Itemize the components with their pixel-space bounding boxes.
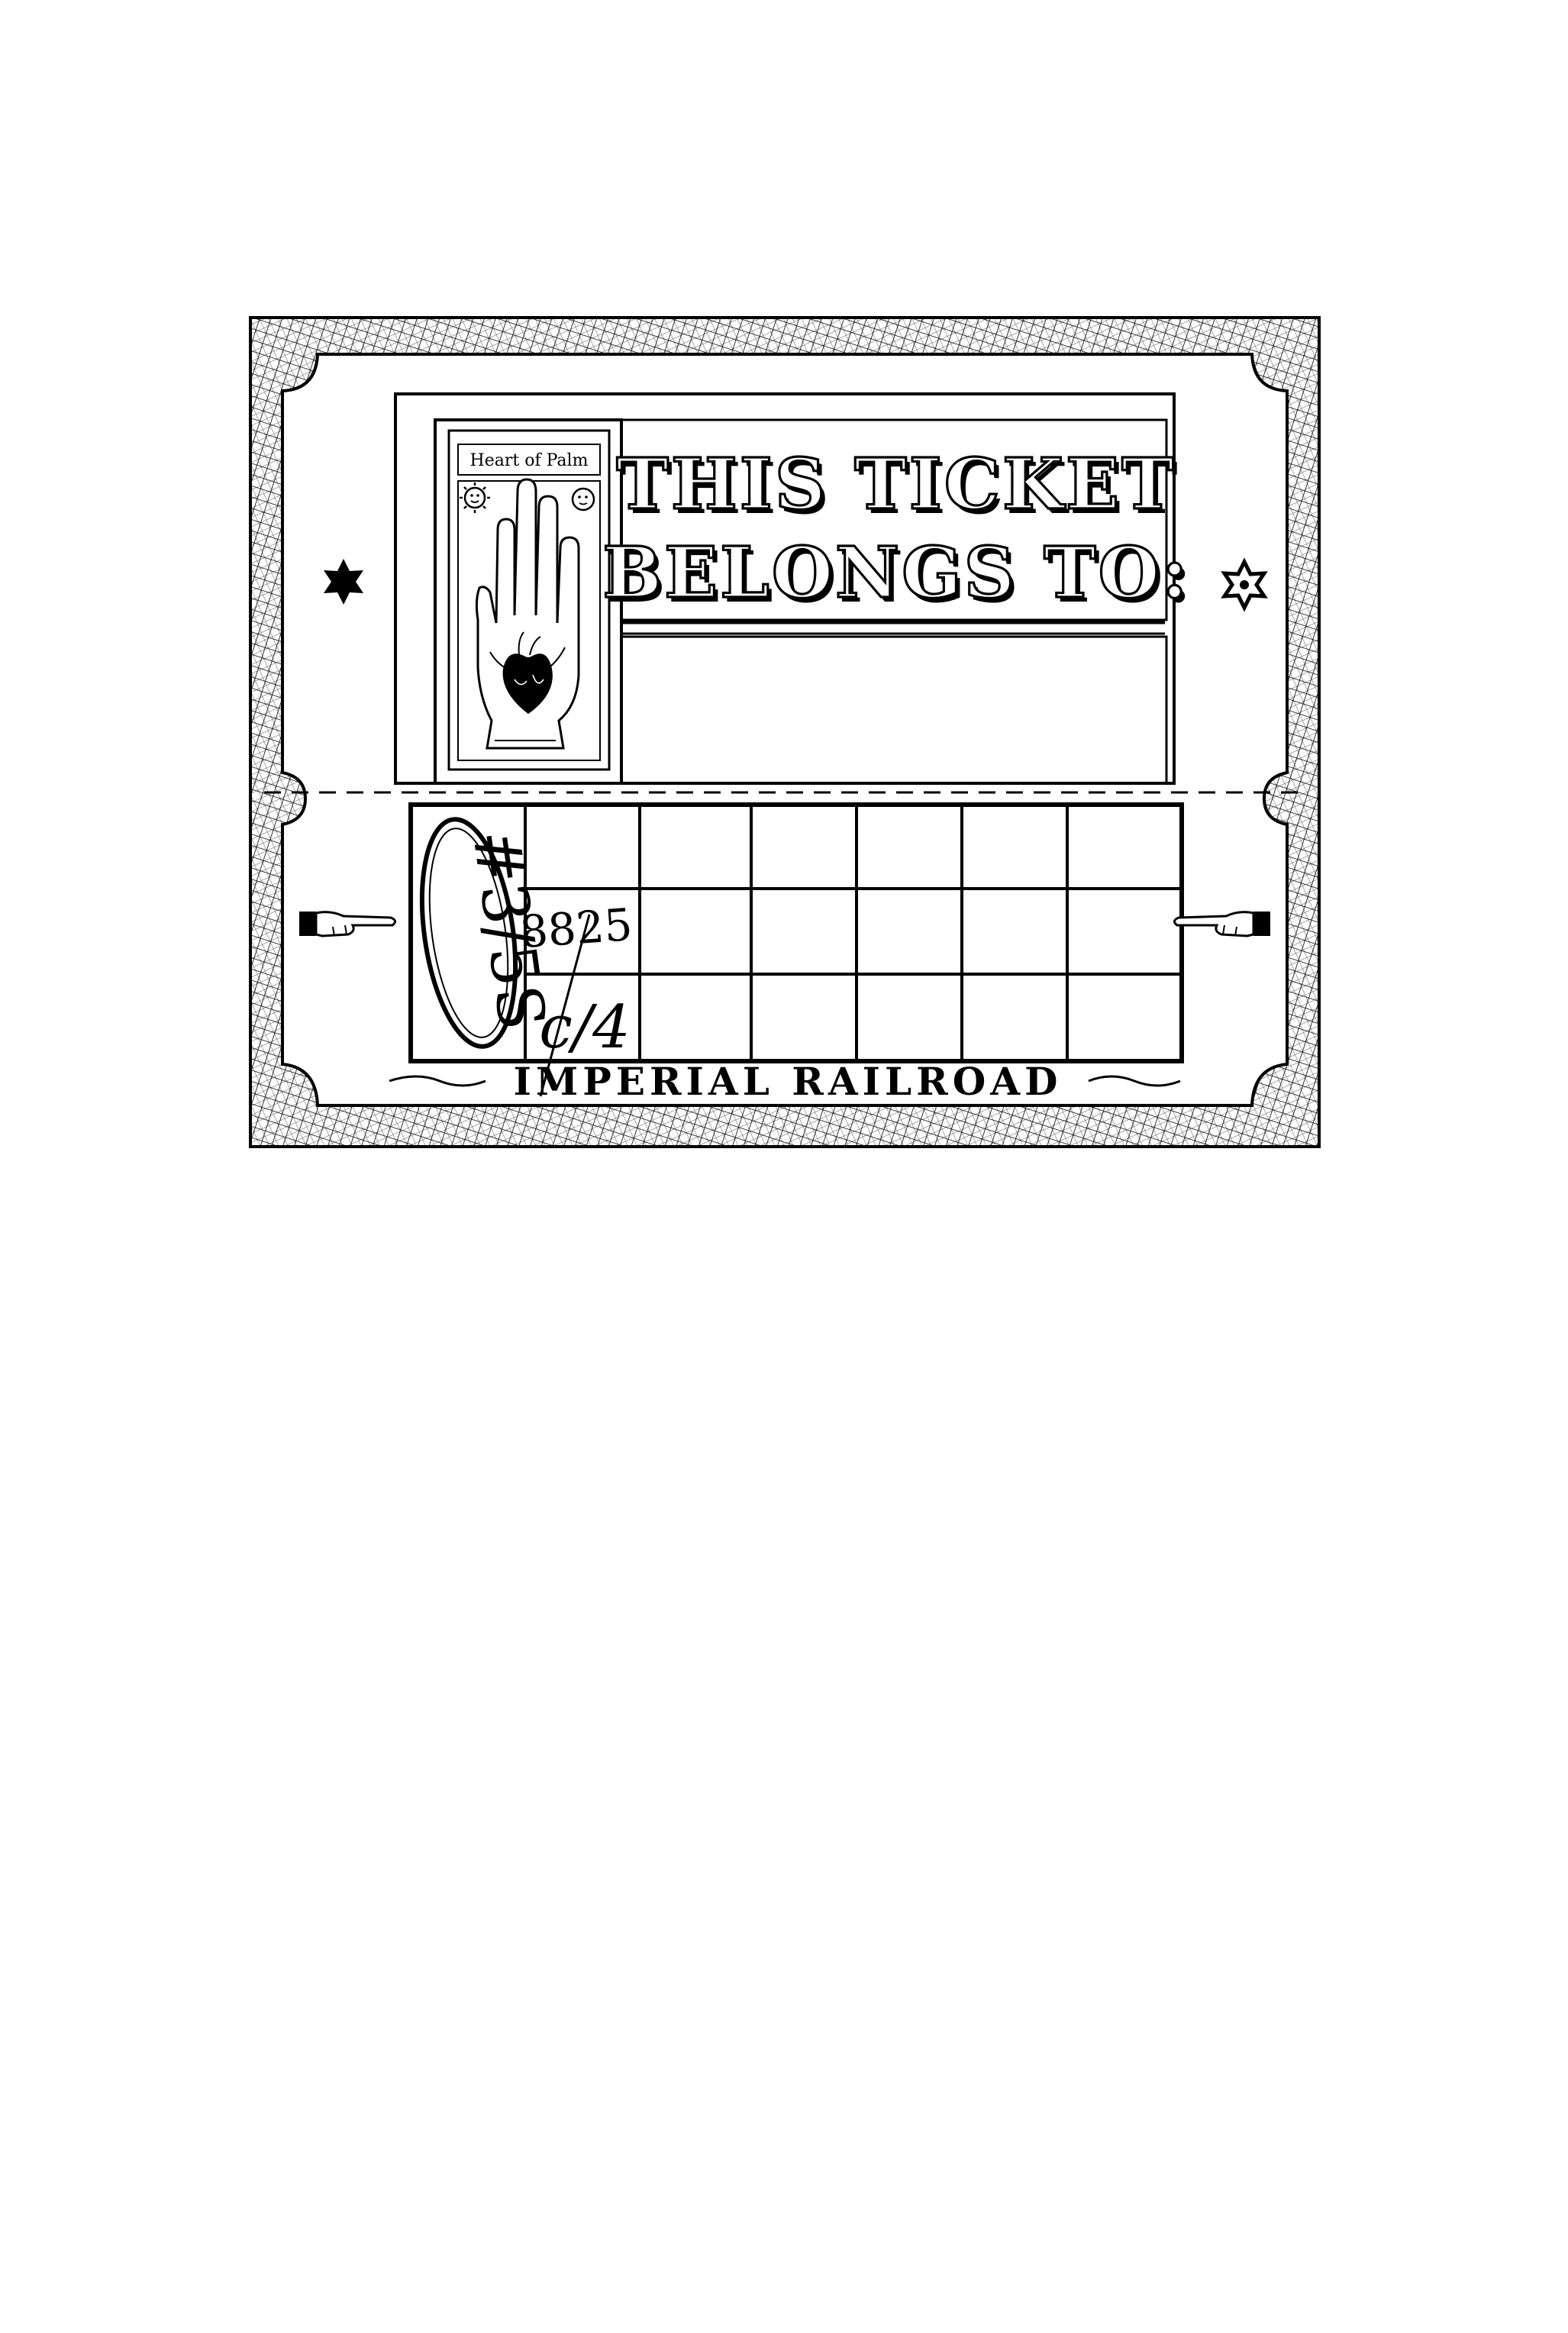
svg-text:BELONGS TO:: BELONGS TO:	[606, 536, 1193, 618]
card-title: Heart of Palm	[470, 451, 589, 470]
moon-face-icon	[571, 487, 595, 511]
headline: THIS TICKET THIS TICKET BELONGS TO: BELO…	[602, 441, 1193, 618]
headline-line2: BELONGS TO:	[602, 531, 1189, 614]
punch-grid	[408, 802, 1184, 1063]
palm-with-heart-icon	[475, 478, 580, 750]
pointing-hand-right-icon	[299, 911, 396, 937]
heart-of-palm-card: Heart of Palm	[447, 429, 611, 771]
upper-panel	[394, 392, 1176, 785]
headline-line1: THIS TICKET	[616, 443, 1176, 525]
pointing-hand-left-icon	[1173, 911, 1270, 937]
star-solid-icon	[324, 559, 363, 605]
star-outline-icon	[1221, 557, 1268, 612]
handwritten-note: c/4	[539, 993, 631, 1062]
svg-text:THIS TICKET: THIS TICKET	[620, 447, 1179, 530]
pen-stroke	[539, 914, 591, 1097]
railroad-name: IMPERIAL RAILROAD	[514, 1059, 1063, 1104]
footer: IMPERIAL RAILROAD	[389, 1059, 1181, 1104]
ticket: Heart of Palm THIS TICKET THIS TICKET BE…	[249, 316, 1321, 1148]
serial-number: 8825	[518, 899, 634, 958]
sun-face-icon	[460, 482, 490, 513]
